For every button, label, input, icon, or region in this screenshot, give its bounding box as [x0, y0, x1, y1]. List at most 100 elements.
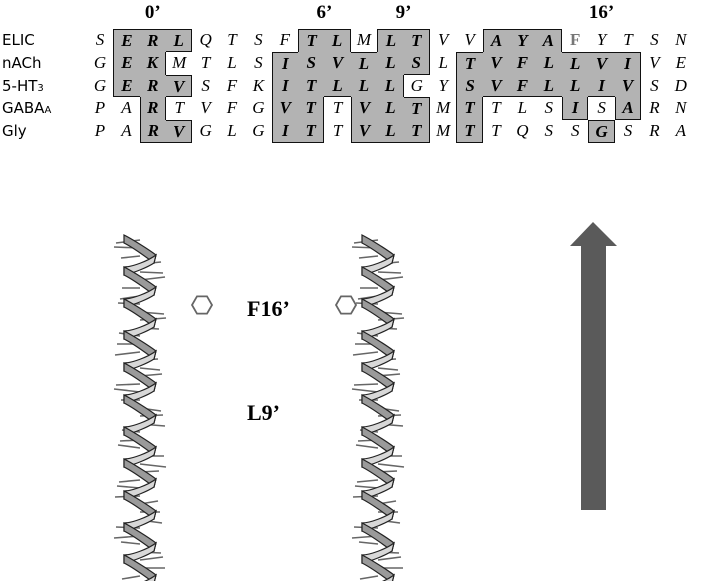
residue: Q [516, 121, 529, 141]
side-chain [377, 367, 399, 371]
residue: T [332, 121, 343, 141]
residue: I [562, 97, 589, 121]
residue: T [403, 97, 430, 121]
residue: R [649, 98, 660, 118]
residue: P [94, 98, 106, 118]
residue: G [93, 52, 107, 72]
residue: T [456, 51, 483, 75]
residue: S [403, 51, 430, 75]
row-label: nACh [2, 53, 42, 72]
residue: M [172, 52, 187, 72]
residue: N [675, 30, 687, 49]
residue: V [324, 51, 351, 75]
residue: G [410, 75, 423, 95]
residue: S [254, 52, 263, 72]
residue: F [509, 51, 536, 75]
side-chain [115, 383, 141, 386]
residue: L [350, 74, 378, 98]
residue: L [562, 74, 589, 98]
residue: L [377, 29, 404, 52]
residue: V [588, 51, 615, 75]
residue: T [491, 121, 501, 141]
row-label: Gly [2, 122, 27, 141]
side-chain [121, 575, 141, 580]
side-chain [359, 575, 379, 580]
residue: V [200, 98, 211, 118]
residue: V [614, 74, 642, 98]
position-label: 16’ [588, 2, 615, 23]
residue: L [377, 51, 404, 75]
residue: F [509, 74, 536, 98]
residue: S [650, 30, 659, 49]
residue: S [544, 121, 554, 141]
side-chain [358, 541, 379, 545]
arrow-head [570, 222, 617, 246]
side-chain [139, 271, 164, 274]
residue: L [562, 51, 589, 75]
residue: L [227, 121, 237, 141]
residue: A [614, 97, 642, 121]
residue: G [252, 98, 265, 118]
position-label: 0’ [144, 2, 161, 23]
phenyl-ring [190, 295, 214, 315]
residue: T [298, 74, 325, 98]
residue: A [121, 98, 132, 118]
residue: E [675, 52, 686, 72]
residue: K [139, 51, 166, 75]
residue: I [271, 51, 298, 75]
residue: R [139, 74, 166, 98]
label-f16: F16’ [247, 296, 290, 321]
residue: T [456, 120, 483, 143]
residue: M [436, 98, 451, 118]
residue: T [298, 120, 325, 143]
side-chain [117, 444, 141, 449]
residue: T [298, 29, 325, 52]
residue: T [332, 98, 343, 118]
residue: I [271, 74, 298, 98]
residue: A [121, 121, 132, 141]
residue: A [482, 29, 510, 52]
residue: V [166, 74, 193, 98]
residue: F [226, 75, 238, 95]
residue: L [377, 97, 404, 121]
residue: L [166, 29, 193, 52]
row-label: GABAA [2, 99, 52, 118]
helix-ribbon [361, 554, 395, 581]
residue: S [254, 30, 263, 49]
residue: P [94, 121, 106, 141]
residue: S [456, 74, 483, 98]
residue: S [597, 98, 606, 118]
side-chain [139, 463, 167, 468]
residue: T [174, 98, 184, 118]
residue: V [464, 30, 475, 49]
residue: G [588, 120, 615, 143]
residue: L [227, 52, 237, 72]
residue: V [350, 120, 378, 143]
residue: F [279, 30, 290, 49]
residue: M [356, 30, 372, 49]
side-chain [356, 479, 379, 483]
residue: L [377, 74, 404, 98]
side-chain [377, 463, 405, 468]
residue: S [298, 51, 325, 75]
side-chain [139, 367, 161, 371]
residue: F [226, 98, 238, 118]
side-chain [352, 351, 379, 356]
side-chain [354, 485, 379, 489]
residue: R [139, 97, 166, 121]
residue: L [438, 52, 448, 72]
residue: E [113, 29, 140, 52]
side-chain [120, 541, 141, 545]
residue: M [436, 121, 451, 141]
position-label: 6’ [316, 2, 333, 23]
position-label: 9’ [395, 2, 412, 23]
residue: V [271, 97, 298, 121]
residue: G [199, 121, 212, 141]
side-chain [358, 255, 379, 259]
side-chain [377, 556, 402, 561]
residue: S [650, 75, 659, 95]
residue: T [403, 120, 430, 143]
residue: V [438, 30, 449, 49]
residue: T [227, 30, 237, 49]
